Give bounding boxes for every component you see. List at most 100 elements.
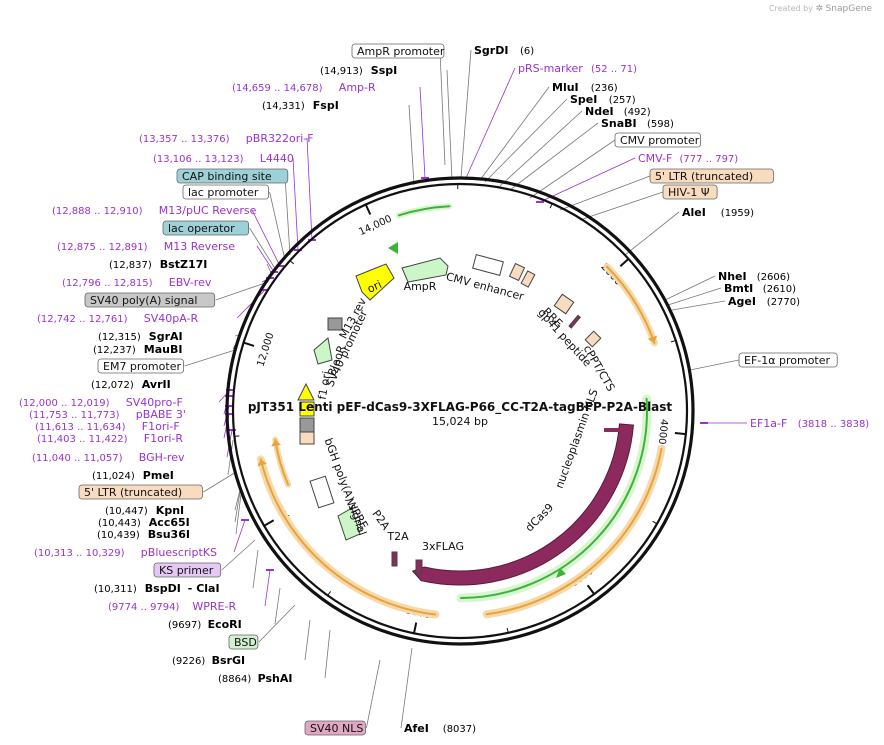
site-name: BsrGI: [212, 654, 245, 667]
site-label: CMV promoter: [614, 132, 701, 148]
label-box: [614, 132, 701, 148]
feature-label: P2A: [369, 508, 392, 533]
site-name: MauBI: [144, 343, 183, 356]
site-label: CAP binding site: [176, 168, 289, 184]
plasmid-name: pJT351 Lenti pEF-dCas9-3XFLAG-P66_CC-T2A…: [248, 400, 673, 415]
site-name: EBV-rev: [169, 276, 212, 289]
feature-label: dCas9: [523, 501, 556, 534]
site-label: AmpR promoter: [351, 43, 445, 59]
leader-line: [539, 157, 636, 203]
leader-line: [671, 300, 726, 311]
site-label: (11,403 .. 11,422)F1ori-R: [37, 432, 183, 445]
site-name: BspDI: [145, 582, 181, 595]
site-name: EF1a-F: [750, 417, 787, 430]
leader-line: [221, 539, 256, 571]
site-position: (12,875 .. 12,891): [57, 242, 148, 253]
site-label: KS primer: [153, 562, 222, 578]
leader-line: [664, 275, 716, 301]
site-label: (12,837)BstZ17I: [109, 258, 207, 271]
site-label: (10,313 .. 10,329)pBluescriptKS: [34, 546, 217, 559]
site-label: lac promoter: [182, 184, 269, 200]
f1ori-glyph: [297, 382, 315, 401]
leader-line: [559, 175, 651, 211]
site-position: (9226): [172, 656, 205, 667]
ltr-arc-line: [605, 265, 656, 344]
cppt-glyph: [584, 330, 602, 348]
minor-tick: [234, 435, 240, 437]
snapgene-credit: Created by ✲ SnapGene: [769, 4, 872, 14]
site-label: lac operator: [162, 220, 249, 236]
site-position: (12,742 .. 12,761): [37, 314, 128, 325]
f1ori-body: [299, 401, 315, 417]
ampr-arc-line: [397, 205, 451, 217]
site-position: (12,072): [91, 380, 134, 391]
leader-line: [460, 49, 472, 179]
site-name: BstZ17I: [160, 258, 208, 271]
site-label: (11,613 .. 11,634)F1ori-F: [35, 420, 180, 433]
site-name: lac promoter: [188, 186, 259, 199]
leader-line: [304, 619, 311, 661]
label-box: [662, 184, 718, 200]
site-position: (2610): [763, 284, 796, 295]
feature-label: T2A: [386, 530, 409, 543]
site-name-extra: - ClaI: [188, 582, 220, 595]
scale-tick: [619, 258, 630, 267]
site-label: SnaBI(598): [601, 117, 674, 130]
site-position: (1959): [721, 208, 754, 219]
sv40pa-glyph: [327, 317, 343, 331]
leader-line: [408, 104, 415, 186]
ampr-glyph: [401, 257, 449, 283]
leader-line: [439, 50, 446, 166]
site-label: 5' LTR (truncated): [78, 484, 203, 500]
site-name: pBR322ori-F: [246, 132, 314, 145]
site-name: AmpR promoter: [357, 45, 445, 58]
site-position: (10,311): [94, 584, 137, 595]
site-name: AvrII: [142, 378, 171, 391]
orange-arc-small-line-head: [271, 439, 282, 447]
nls-glyph: [604, 428, 620, 432]
ef1a-arc-line: [459, 397, 648, 599]
label-box: [153, 562, 222, 578]
site-label: (12,742 .. 12,761)SV40pA-R: [37, 312, 199, 325]
site-position: (257): [609, 95, 636, 106]
site-name: AfeI: [404, 722, 429, 735]
bgh-glyph: [299, 417, 315, 433]
leader-line: [274, 587, 281, 625]
label-box: [176, 168, 289, 184]
site-position: (14,331): [262, 101, 305, 112]
site-name: SV40 poly(A) signal: [90, 294, 197, 307]
site-label: (12,875 .. 12,891)M13 Reverse: [57, 240, 235, 253]
feature-label: ori: [365, 278, 383, 296]
t2a-glyph: [391, 551, 398, 567]
inner-circle: [231, 182, 689, 640]
outer-circle: [225, 176, 695, 646]
site-name: SgrAI: [149, 330, 183, 343]
leader-line: [234, 491, 241, 523]
site-name: EF-1α promoter: [744, 354, 831, 367]
leader-line: [256, 245, 275, 273]
site-position: (2770): [767, 297, 800, 308]
leader-line: [324, 629, 331, 679]
site-position: (8037): [443, 724, 476, 735]
site-position: (11,613 .. 11,634): [35, 422, 126, 433]
credit-text: Created by: [768, 4, 813, 13]
site-name: KS primer: [159, 564, 214, 577]
site-position: (492): [624, 107, 651, 118]
site-label: BSD: [228, 634, 259, 650]
site-label: (10,447)KpnI: [105, 504, 184, 517]
site-name: F1ori-R: [144, 432, 184, 445]
orange-arc-bottom-line: [259, 458, 437, 616]
site-name: CAP binding site: [182, 170, 272, 183]
site-position: (13,106 .. 13,123): [153, 154, 244, 165]
site-label: AgeI(2770): [728, 295, 800, 308]
label-box: [649, 168, 774, 184]
site-name: pBluescriptKS: [141, 546, 217, 559]
site-position: (236): [591, 83, 618, 94]
leader-line: [264, 569, 271, 607]
ampr-arrowhead: [388, 242, 398, 254]
site-label: (13,106 .. 13,123)L4440: [153, 152, 294, 165]
credit-brand: SnapGene: [825, 4, 872, 14]
site-label: (12,072) AvrII: [91, 378, 171, 391]
site-position: (10,439): [97, 530, 140, 541]
